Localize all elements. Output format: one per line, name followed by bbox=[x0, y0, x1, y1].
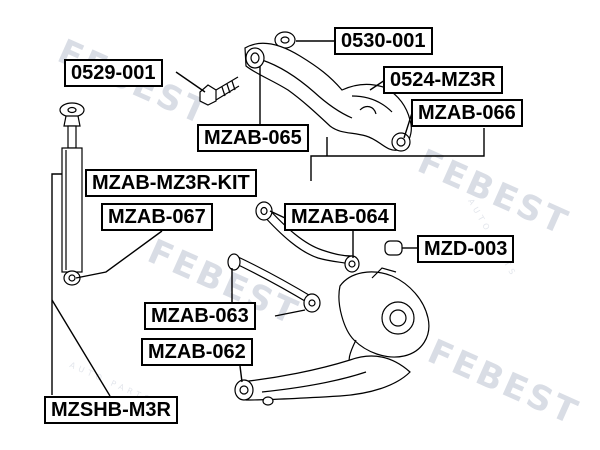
trailing-arm-part bbox=[234, 355, 411, 406]
stopper-part bbox=[384, 240, 403, 256]
part-label-0529-001: 0529-001 bbox=[64, 59, 163, 87]
part-label-mzd-003: MZD-003 bbox=[417, 235, 515, 263]
part-label-mzab-mz3r-kit: MZAB-MZ3R-KIT bbox=[85, 169, 257, 197]
lateral-link-upper-part bbox=[255, 201, 360, 273]
part-label-mzab-063: MZAB-063 bbox=[144, 302, 256, 330]
upper-control-arm-part bbox=[244, 42, 412, 152]
bolt-part bbox=[199, 76, 240, 106]
part-label-mzab-064: MZAB-064 bbox=[284, 203, 396, 231]
leader-lines bbox=[51, 40, 485, 397]
part-label-0524-mz3r: 0524-MZ3R bbox=[383, 66, 503, 94]
knuckle-part bbox=[338, 267, 430, 371]
shock-absorber-part bbox=[59, 102, 85, 286]
part-label-mzab-062: MZAB-062 bbox=[141, 338, 253, 366]
part-label-mzshb-m3r: MZSHB-M3R bbox=[44, 396, 178, 424]
part-label-0530-001: 0530-001 bbox=[334, 27, 433, 55]
washer-part bbox=[274, 31, 296, 49]
part-label-mzab-066: MZAB-066 bbox=[411, 99, 523, 127]
part-label-mzab-065: MZAB-065 bbox=[197, 124, 309, 152]
lower-link-part bbox=[227, 253, 321, 313]
part-label-mzab-067: MZAB-067 bbox=[101, 203, 213, 231]
